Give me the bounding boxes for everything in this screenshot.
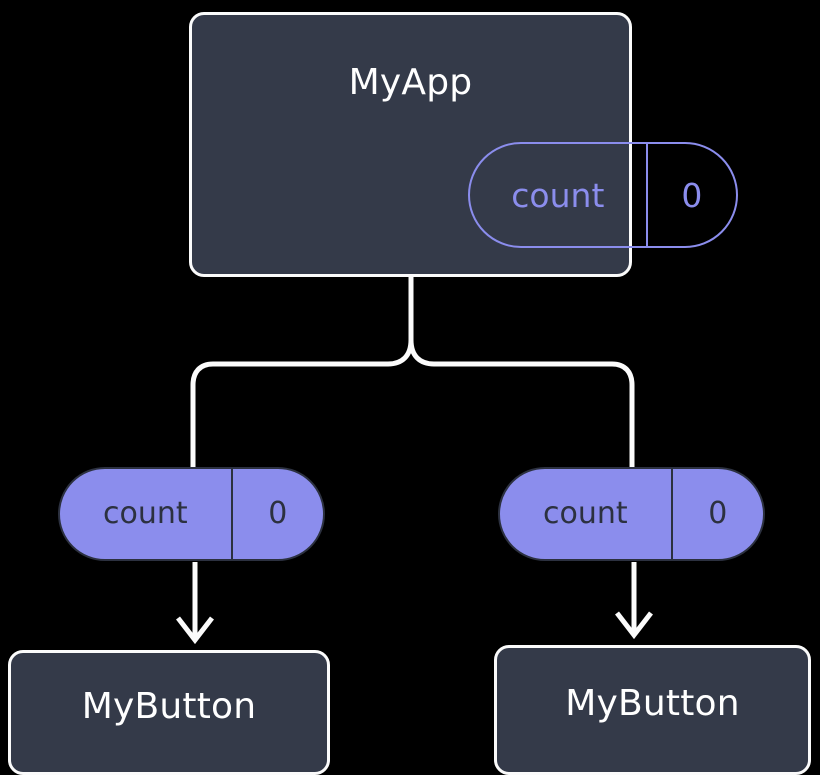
edge-root-to-right-child <box>408 339 635 470</box>
prop-pill-left[interactable]: count 0 <box>58 467 325 561</box>
component-title-mybutton: MyButton <box>81 685 257 727</box>
prop-pill-value: 0 <box>230 469 323 559</box>
component-title-myapp: MyApp <box>348 62 473 103</box>
state-pill-key: count <box>511 175 605 215</box>
prop-pill-right[interactable]: count 0 <box>498 467 765 561</box>
prop-pill-key: count <box>103 496 188 531</box>
component-node-myapp[interactable]: MyApp count 0 <box>189 12 738 277</box>
prop-pill-key: count <box>543 496 628 531</box>
component-node-mybutton-right[interactable]: MyButton <box>494 645 811 775</box>
component-title-mybutton: MyButton <box>565 683 740 724</box>
state-pill-value: 0 <box>645 144 736 246</box>
arrowhead-right <box>615 611 653 640</box>
arrowhead-left <box>176 616 214 645</box>
prop-pill-value: 0 <box>670 469 763 559</box>
component-node-mybutton-left[interactable]: MyButton <box>8 650 330 775</box>
state-pill-myapp[interactable]: count 0 <box>468 142 738 248</box>
edge-root-to-left-child <box>190 339 414 470</box>
